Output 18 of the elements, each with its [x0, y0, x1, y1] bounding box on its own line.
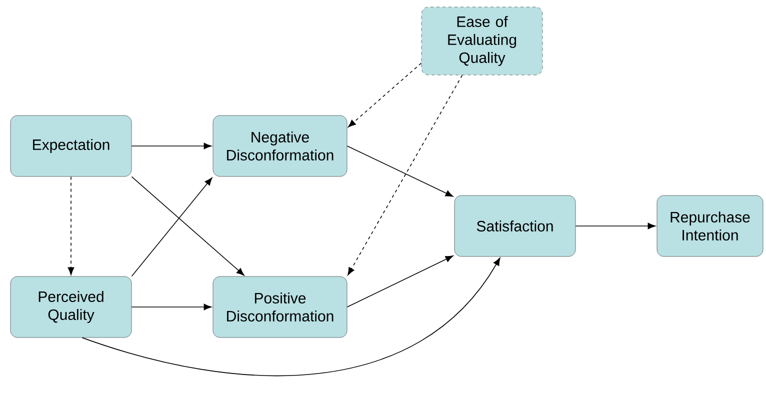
arrow: [131, 304, 212, 310]
arrow: [346, 256, 454, 308]
arrow: [348, 74, 463, 276]
rounded-box: Negative Disconformation: [212, 115, 348, 177]
arrow: [131, 176, 244, 276]
arrow: [348, 62, 422, 128]
arrow: [68, 176, 74, 276]
arrow: [131, 142, 212, 150]
rounded-box: Perceived Quality: [10, 276, 132, 338]
arrow: [131, 178, 212, 277]
arrow: [575, 222, 656, 230]
dashed-box: Ease of Evaluating Quality: [421, 6, 543, 76]
rounded-box: Repurchase Intention: [656, 195, 764, 257]
arrow: [82, 258, 500, 376]
rounded-box: Satisfaction: [454, 195, 576, 257]
rounded-box: Positive Disconformation: [212, 276, 348, 338]
rounded-box: Expectation: [10, 115, 132, 177]
arrow: [346, 146, 454, 197]
